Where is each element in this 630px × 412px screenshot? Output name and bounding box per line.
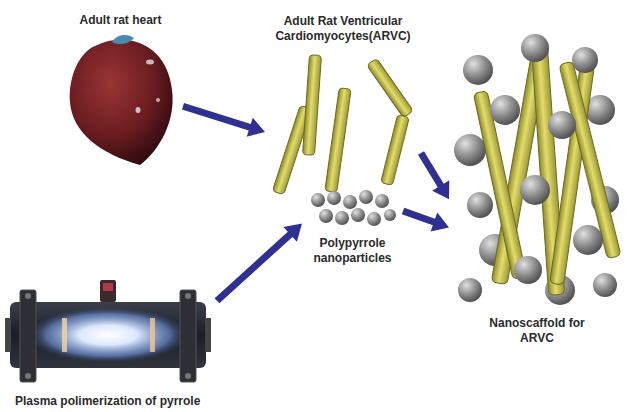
plasma-reactor-part xyxy=(180,290,196,382)
heart-picture-part xyxy=(112,35,134,44)
cardiomyocyte-node: Adult Rat Ventricular Cardiomyocytes(ARV… xyxy=(268,48,418,188)
plasma-reactor-part xyxy=(26,307,190,363)
nanoscaffold-picture-part xyxy=(454,134,486,166)
caption-box: Nanoscaffold for ARVC xyxy=(487,316,587,346)
plasma-reactor-part xyxy=(25,293,31,299)
cardiomyocyte-cells xyxy=(272,55,413,195)
heart-picture-part xyxy=(70,40,173,165)
cardiomyocyte-cells-part xyxy=(381,115,410,186)
nanoscaffold-picture-part xyxy=(467,192,493,218)
plasma-reactor-part xyxy=(150,318,155,352)
node-caption: Plasma polimerization of pyrrole xyxy=(15,394,200,409)
plasma-reactor-part xyxy=(185,293,191,299)
cardiomyocyte-cells-part xyxy=(325,88,351,193)
nanoparticle-spheres xyxy=(311,190,396,226)
caption-box: Adult Rat Ventricular Cardiomyocytes(ARV… xyxy=(268,14,418,44)
heart-picture-part xyxy=(146,60,154,65)
nanoparticle-spheres-part xyxy=(384,209,396,221)
cardiomyocyte-cells-part xyxy=(303,55,322,156)
caption-box: Plasma polimerization of pyrrole xyxy=(15,391,200,409)
node-caption: Adult Rat Ventricular Cardiomyocytes(ARV… xyxy=(268,14,418,44)
nanoscaffold-picture-part xyxy=(573,225,603,255)
nanoscaffold-picture-part xyxy=(572,47,598,73)
nanoscaffold-picture-part xyxy=(514,256,542,284)
caption-box: Polypyrrole nanoparticles xyxy=(308,236,398,266)
cardiomyocyte-cells-part xyxy=(367,58,414,117)
nanoscaffold-picture-part xyxy=(520,175,550,205)
flow-arrow xyxy=(215,224,302,304)
heart-picture xyxy=(70,35,173,165)
plasma-reactor-part xyxy=(100,280,116,302)
plasma-reactor-part xyxy=(103,283,113,291)
nanoscaffold-picture-part xyxy=(458,278,482,302)
node-caption: Polypyrrole nanoparticles xyxy=(308,236,398,266)
heart-node: Adult rat heart xyxy=(62,32,180,167)
nanoparticle-spheres-part xyxy=(367,212,381,226)
plasma-reactor-node: Plasma polimerization of pyrrole xyxy=(2,272,214,387)
nanoscaffold-picture-part xyxy=(490,95,520,125)
plasma-reactor-part xyxy=(5,318,11,352)
plasma-reactor xyxy=(5,280,211,382)
nanoparticle-spheres-part xyxy=(311,193,325,207)
nanoscaffold-node: Nanoscaffold for ARVC xyxy=(452,30,622,312)
nanoparticle-node: Polypyrrole nanoparticles xyxy=(305,190,400,232)
nanoscaffold-picture-part xyxy=(463,55,493,85)
heart-picture-part xyxy=(136,107,141,113)
heart-picture-part xyxy=(156,98,160,102)
nanoparticle-spheres-part xyxy=(375,194,389,208)
nanoscaffold-picture-part xyxy=(473,91,526,280)
plasma-reactor-part xyxy=(62,318,67,352)
nanoscaffold-picture-part xyxy=(473,45,621,296)
plasma-reactor-part xyxy=(205,318,211,352)
nanoparticle-spheres-part xyxy=(359,190,373,204)
nanoscaffold-picture-part xyxy=(593,273,617,297)
caption-box: Adult rat heart xyxy=(80,10,162,28)
nanoscaffold-picture xyxy=(454,34,621,305)
plasma-reactor-part xyxy=(20,290,36,382)
nanoparticle-spheres-part xyxy=(335,211,349,225)
flow-arrow xyxy=(418,151,449,199)
node-caption: Nanoscaffold for ARVC xyxy=(487,316,587,346)
plasma-reactor-part xyxy=(185,373,191,379)
nanoscaffold-picture-part xyxy=(458,34,617,302)
flow-arrow xyxy=(402,208,449,232)
nanoparticle-spheres-part xyxy=(327,191,341,205)
nanoscaffold-picture-part xyxy=(559,61,621,258)
plasma-reactor-part xyxy=(10,302,206,368)
node-caption: Adult rat heart xyxy=(80,13,162,28)
plasma-reactor-part xyxy=(25,373,31,379)
nanoparticle-spheres-part xyxy=(319,209,333,223)
nanoparticle-spheres-part xyxy=(343,195,357,209)
nanoscaffold-picture-part xyxy=(521,34,549,62)
nanoparticle-spheres-part xyxy=(351,208,365,222)
flow-arrow xyxy=(182,103,265,137)
nanoscaffold-picture-part xyxy=(548,111,576,139)
